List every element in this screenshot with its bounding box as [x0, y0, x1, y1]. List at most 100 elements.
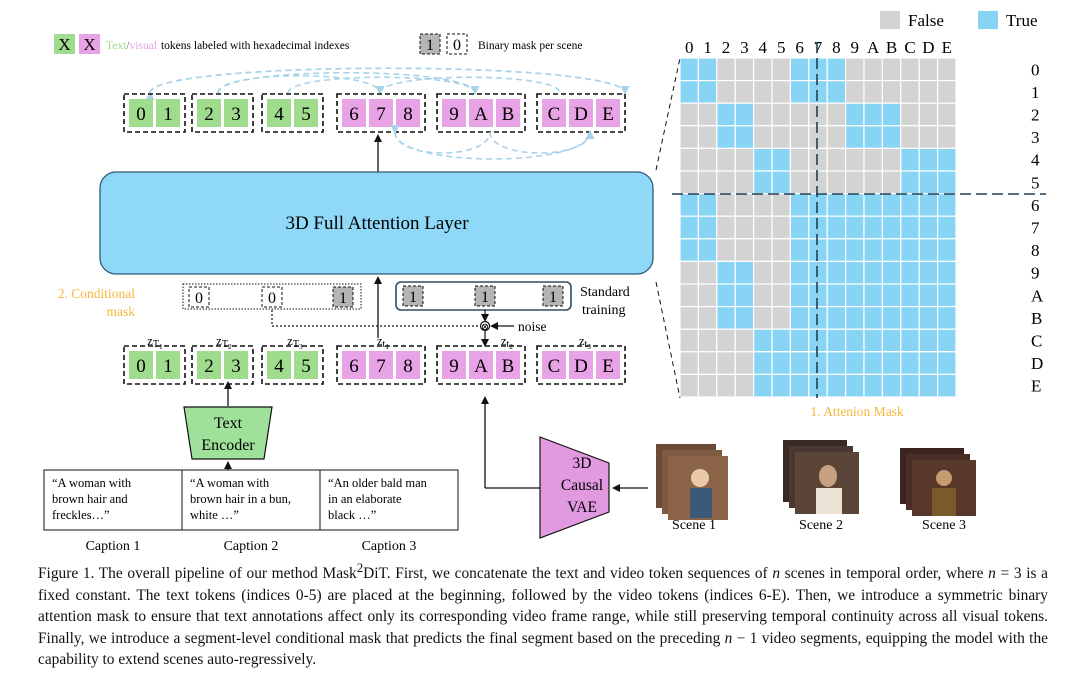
mask-bit — [261, 286, 283, 308]
token-group-3 — [261, 93, 324, 133]
matrix-cell — [752, 238, 773, 263]
mask-bit-label: 0 — [268, 290, 276, 307]
token-group-6 — [536, 345, 626, 385]
matrix-cell — [918, 328, 939, 353]
matrix-cell — [697, 125, 718, 150]
matrix-cell — [900, 351, 920, 375]
caption-n2: n — [988, 565, 996, 583]
noise-label: noise — [518, 319, 547, 334]
caption-text-line: white …” — [190, 508, 239, 522]
token-group-5 — [436, 345, 526, 385]
legend-visual-token-sample: X — [83, 35, 95, 54]
matrix-cell — [826, 306, 847, 330]
matrix-cell — [716, 125, 736, 150]
matrix-cell — [881, 328, 902, 353]
matrix-cell — [826, 328, 847, 353]
token-cell — [596, 99, 620, 127]
token-group-4 — [336, 93, 426, 133]
matrix-cell — [679, 215, 699, 240]
matrix-cell — [808, 306, 828, 330]
matrix-cell — [752, 102, 773, 127]
matrix-cell — [844, 193, 865, 217]
matrix-cell — [771, 125, 791, 150]
token-cell — [342, 351, 366, 379]
matrix-cell — [716, 102, 736, 127]
matrix-col-label: B — [886, 38, 897, 57]
legend-false-swatch — [880, 11, 900, 29]
token-label: 5 — [301, 104, 311, 125]
token-cell — [197, 99, 221, 127]
standard-training-label-2: training — [582, 303, 626, 318]
matrix-cell — [863, 193, 883, 217]
matrix-cell — [679, 351, 699, 375]
matrix-cell — [881, 373, 902, 398]
matrix-cell — [900, 102, 920, 127]
matrix-cell — [863, 351, 883, 375]
matrix-cell — [826, 125, 847, 150]
matrix-cell — [918, 306, 939, 330]
matrix-col-label: 4 — [759, 38, 768, 57]
matrix-cell — [863, 328, 883, 353]
matrix-cell — [936, 79, 957, 104]
matrix-cell — [936, 147, 957, 172]
matrix-cell — [771, 147, 791, 172]
matrix-cell — [697, 57, 718, 82]
token-label: 2 — [204, 104, 214, 125]
matrix-cell — [679, 373, 699, 398]
matrix-cell — [918, 102, 939, 127]
matrix-cell — [716, 373, 736, 398]
matrix-cell — [808, 193, 828, 217]
matrix-cell — [808, 238, 828, 263]
token-label: 6 — [349, 356, 359, 377]
matrix-cell — [734, 373, 755, 398]
matrix-cell — [808, 215, 828, 240]
matrix-cell — [918, 125, 939, 150]
matrix-cell — [697, 147, 718, 172]
matrix-cell — [697, 193, 718, 217]
mask-bit — [402, 285, 424, 307]
matrix-cell — [863, 170, 883, 195]
matrix-cell — [734, 260, 755, 285]
scene-3-label: Scene 3 — [922, 518, 966, 533]
matrix-cell — [900, 57, 920, 82]
token-cell — [294, 351, 318, 379]
caption-label: Caption 2 — [224, 539, 279, 554]
token-group-4 — [336, 345, 426, 385]
token-label: D — [574, 104, 588, 125]
matrix-cell — [918, 57, 939, 82]
matrix-cell — [900, 328, 920, 353]
figure-caption: Figure 1. The overall pipeline of our me… — [38, 558, 1048, 671]
mask-bit — [332, 286, 354, 308]
matrix-col-label: 9 — [851, 38, 860, 57]
caption-text-line: black …” — [328, 508, 376, 522]
token-label: 8 — [403, 356, 413, 377]
matrix-cell — [881, 125, 902, 150]
matrix-cell — [697, 328, 718, 353]
matrix-cell — [789, 215, 810, 240]
matrix-cell — [808, 125, 828, 150]
matrix-col-label: D — [922, 38, 934, 57]
token-cell — [569, 351, 593, 379]
matrix-cell — [881, 193, 902, 217]
matrix-cell — [881, 306, 902, 330]
matrix-cell — [936, 102, 957, 127]
matrix-cell — [863, 79, 883, 104]
matrix-cell — [844, 147, 865, 172]
matrix-cell — [844, 102, 865, 127]
matrix-cell — [881, 57, 902, 82]
matrix-cell — [679, 238, 699, 263]
token-label: 3 — [231, 356, 241, 377]
matrix-cell — [826, 260, 847, 285]
matrix-cell — [844, 57, 865, 82]
matrix-cell — [716, 328, 736, 353]
matrix-cell — [808, 283, 828, 308]
matrix-col-label: 6 — [795, 38, 804, 57]
matrix-cell — [734, 79, 755, 104]
matrix-cell — [789, 125, 810, 150]
mask-bit-label: 0 — [195, 290, 203, 307]
token-group-2 — [191, 93, 254, 133]
token-label: A — [474, 356, 488, 377]
caption-n3: n — [724, 629, 733, 647]
